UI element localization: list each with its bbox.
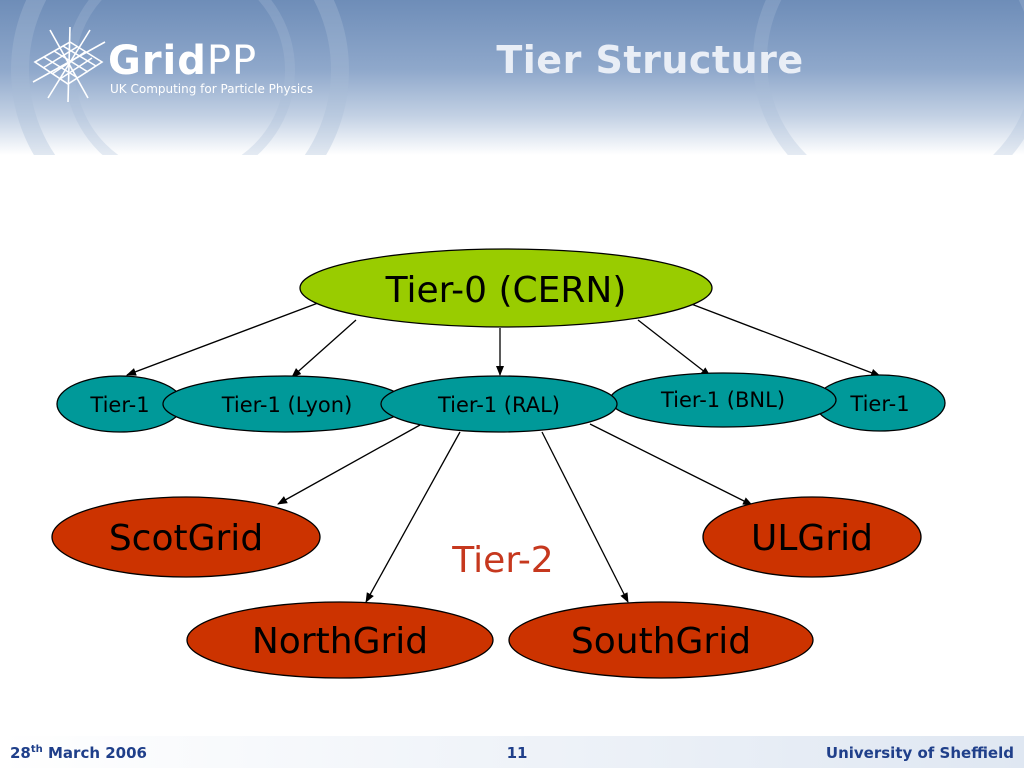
node-ulgrid-shape xyxy=(702,496,922,578)
footer-date-suffix: th xyxy=(30,744,43,755)
node-tier1-lyon: Tier-1 (Lyon) xyxy=(162,375,408,433)
node-southgrid-shape xyxy=(508,601,814,679)
arrow-ral-southgrid xyxy=(541,431,629,603)
logo-grid: Grid xyxy=(108,38,207,84)
footer-bar xyxy=(0,736,1024,768)
footer-date-rest: March 2006 xyxy=(42,744,147,762)
slide-title: Tier Structure xyxy=(496,38,804,82)
footer-organization: University of Sheffield xyxy=(825,744,1014,762)
node-southgrid: SouthGrid xyxy=(508,601,814,679)
arrow-ral-northgrid xyxy=(365,431,461,603)
arrow-tier0-tier1-left xyxy=(126,302,319,376)
footer-date: 28th March 2006 xyxy=(10,744,147,762)
footer-page-number: 11 xyxy=(506,744,528,762)
node-tier1-right-label: Tier-1 xyxy=(849,392,909,416)
node-southgrid-label: SouthGrid xyxy=(571,621,751,662)
node-tier1-ral: Tier-1 (RAL) xyxy=(380,375,618,433)
node-tier1-ral-shape xyxy=(380,375,618,433)
node-northgrid-shape xyxy=(186,601,494,679)
arrow-ral-ulgrid xyxy=(589,423,753,506)
node-scotgrid-shape xyxy=(51,496,321,578)
node-ulgrid-label: ULGrid xyxy=(751,518,873,559)
arrow-ral-scotgrid xyxy=(277,424,421,505)
logo-pp: PP xyxy=(206,38,258,84)
node-tier0-label: Tier-0 (CERN) xyxy=(385,270,627,311)
logo-subtitle: UK Computing for Particle Physics xyxy=(110,82,314,96)
header-decoration xyxy=(11,0,1024,155)
arrow-tier0-tier1-lyon xyxy=(291,319,357,378)
tier2-label: Tier-2 xyxy=(452,540,554,581)
node-tier1-lyon-label: Tier-1 (Lyon) xyxy=(221,393,353,417)
node-tier1-left: Tier-1 xyxy=(56,375,184,433)
arrow-tier0-tier1-right xyxy=(685,301,881,377)
node-tier1-left-label: Tier-1 xyxy=(89,393,149,417)
slide-header: GridPP UK Computing for Particle Physics… xyxy=(0,0,1024,155)
tier-diagram: Tier-0 (CERN) Tier-1 Tier-1 Tier-1 (Lyon… xyxy=(51,248,946,679)
node-scotgrid: ScotGrid xyxy=(51,496,321,578)
node-tier1-bnl: Tier-1 (BNL) xyxy=(609,372,837,428)
footer-date-day: 28 xyxy=(10,744,31,762)
node-tier0-shape xyxy=(299,248,713,328)
node-ulgrid: ULGrid xyxy=(702,496,922,578)
gridpp-logo-text: GridPP xyxy=(108,38,257,84)
node-northgrid: NorthGrid xyxy=(186,601,494,679)
arrow-tier0-tier1-bnl xyxy=(637,319,711,377)
node-tier1-bnl-label: Tier-1 (BNL) xyxy=(660,388,785,412)
node-tier0-cern: Tier-0 (CERN) xyxy=(299,248,713,328)
node-northgrid-label: NorthGrid xyxy=(252,621,428,662)
node-tier1-ral-label: Tier-1 (RAL) xyxy=(437,393,560,417)
gridpp-logo-icon xyxy=(32,26,106,103)
node-scotgrid-label: ScotGrid xyxy=(109,518,263,559)
node-tier1-right: Tier-1 xyxy=(814,374,946,432)
